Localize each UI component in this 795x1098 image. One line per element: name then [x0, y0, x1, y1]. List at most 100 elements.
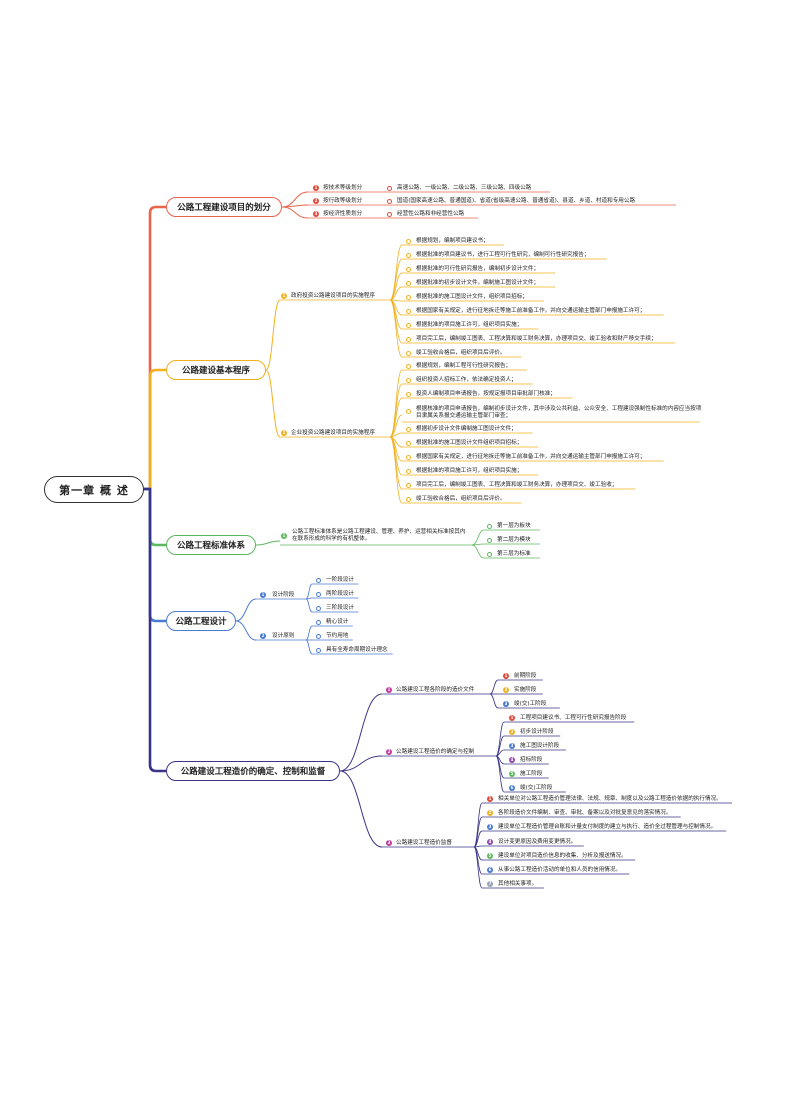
leaf-label: 投资人编制项目申请报告，按规定报项目审批部门核准； [416, 390, 556, 397]
bullet-icon [405, 294, 411, 300]
sub-label: 企业投资公路建设项目的实施程序 [291, 429, 375, 436]
connector-line [495, 755, 505, 793]
root-label: 第一章 概 述 [59, 483, 129, 497]
leaf-label: 根据批准的施工图设计文件，组织项目招标； [416, 293, 528, 300]
bullet-icon [315, 633, 321, 639]
leaf-label: 设计变更原因及费用变更情况。 [498, 838, 577, 845]
number-icon: 1 [313, 185, 319, 191]
sub-label: 公路建设工程各阶段的造价文件 [396, 686, 475, 693]
leaf-label: 前期阶段 [514, 672, 537, 679]
connector-line [389, 436, 403, 490]
leaf-label: 竣(交)工阶段 [520, 784, 553, 791]
connector-line [471, 529, 485, 546]
number-icon: 1 [386, 687, 392, 693]
leaf-label: 相关单位对公路工程造价管理法律、法规、规章、制度以及公路工程造价依据的执行情况。 [498, 795, 722, 802]
sub-label: 按技术等级划分 [323, 184, 363, 191]
leaf-label: 根据规划，编制项目建议书； [416, 237, 489, 244]
branch-engineering-design: 公路工程设计 [166, 611, 236, 631]
connector-line [144, 487, 166, 547]
leaf-label: 建设单位对项目造价信息的收集、分析及报送情况。 [498, 852, 627, 859]
sub-label: 公路建设工程造价的确定与控制 [396, 748, 475, 755]
leaf-label: 三阶段设计 [326, 604, 354, 611]
bullet-icon [486, 537, 492, 543]
sub-label: 公路建设工程造价监督 [396, 839, 452, 846]
number-icon: 6 [487, 867, 493, 873]
connector-line [235, 620, 257, 641]
leaf-label: 从事公路工程造价活动的单位和人员的信用情况。 [498, 866, 622, 873]
number-icon: 4 [487, 839, 493, 845]
connector-line [255, 540, 281, 546]
bullet-icon [315, 647, 321, 653]
sub-label: 政府投资公路建设项目的实施程序 [291, 292, 375, 299]
leaf-label: 建设单位工程造价管理台账和计量支付制度的建立与执行、造价全过程管理与控制情况。 [498, 823, 717, 830]
leaf-label: 高速公路、一级公路、二级公路、三级公路、四级公路 [397, 184, 532, 191]
number-icon: 2 [313, 198, 319, 204]
leaf-label: 根据批准的施工图设计文件组织项目招标； [416, 439, 523, 446]
branch-project-division: 公路工程建设项目的划分 [166, 197, 282, 217]
leaf-label: 其他相关事项。 [498, 880, 538, 887]
leaf-label: 根据批准的可行性研究报告，编制初步设计文件； [416, 265, 540, 272]
branch-label: 公路工程标准体系 [176, 541, 245, 551]
branch-cost-control: 公路建设工程造价的确定、控制和监督 [166, 761, 340, 781]
sub-label: 设计原则 [272, 632, 295, 639]
leaf-label: 具有全寿命周期设计理念 [326, 646, 388, 653]
leaf-label: 根据初步设计文件编制施工图设计文件； [416, 425, 517, 432]
connector-line [389, 244, 403, 301]
number-icon: 5 [487, 853, 493, 859]
number-icon: 3 [487, 824, 493, 830]
bullet-icon [315, 591, 321, 597]
bullet-icon [405, 266, 411, 272]
connector-line [305, 625, 313, 641]
number-icon: 6 [509, 785, 515, 791]
leaf-label: 根据核准的项目申请报告，编制初步设计文件，其中涉及公共利益、公众安全、工程建设强… [416, 406, 702, 419]
leaf-label: 根据批准的项目建议书，进行工程可行性研究，编制可行性研究报告； [416, 251, 590, 258]
root-node: 第一章 概 述 [44, 476, 144, 503]
branch-standard-system: 公路工程标准体系 [166, 535, 256, 555]
connector-line [489, 679, 499, 695]
bullet-icon [405, 238, 411, 244]
sub-label: 设计阶段 [272, 591, 295, 598]
connector-line [265, 369, 281, 438]
leaf-label: 节约用地 [326, 632, 349, 639]
leaf-label: 根据批准的初步设计文件，编制施工图设计文件； [416, 279, 540, 286]
leaf-label: 根据批准的项目施工许可，组织项目实施； [416, 321, 523, 328]
branch-label: 公路工程建设项目的划分 [177, 203, 271, 213]
leaf-label: 竣工验收合格后，组织项目后评价。 [416, 349, 506, 356]
leaf-label: 第三层为标准 [497, 550, 531, 557]
connector-line [473, 846, 483, 889]
connector-line [305, 598, 313, 613]
leaf-label: 两阶段设计 [326, 590, 354, 597]
number-icon: 2 [503, 687, 509, 693]
number-icon: 3 [386, 840, 392, 846]
bullet-icon [405, 454, 411, 460]
sub-label: 按行政等级划分 [323, 197, 363, 204]
leaf-label: 根据国家有关规定，进行征地拆迁等施工前准备工作，并向交通运输主管部门申报施工许可… [416, 307, 646, 314]
leaf-label: 根据规划，编制工程可行性研究报告； [416, 362, 512, 369]
branch-label: 公路工程设计 [175, 617, 227, 627]
connector-line [144, 368, 166, 491]
connector-line [265, 299, 281, 371]
connector-line [281, 206, 309, 219]
connector-line [389, 299, 403, 358]
leaf-label: 精心设计 [326, 618, 349, 625]
connector-line [389, 272, 403, 301]
number-icon: 2 [509, 729, 515, 735]
bullet-icon [386, 211, 392, 217]
connector-line [305, 583, 313, 600]
leaf-label: 竣(交)工阶段 [514, 700, 547, 707]
branch-label: 公路建设基本程序 [181, 366, 250, 376]
leaf-label: 实施阶段 [514, 686, 537, 693]
number-icon: 1 [260, 592, 266, 598]
connector-line [389, 299, 403, 344]
bullet-icon [315, 605, 321, 611]
number-icon: 1 [281, 293, 287, 299]
leaf-label: 一阶段设计 [326, 576, 354, 583]
bullet-icon [315, 577, 321, 583]
leaf-label: 施工阶段 [520, 770, 543, 777]
connector-line [235, 598, 257, 622]
bullet-icon [315, 619, 321, 625]
number-icon: 7 [487, 881, 493, 887]
connector-line [389, 397, 403, 438]
leaf-label: 初步设计阶段 [520, 728, 554, 735]
